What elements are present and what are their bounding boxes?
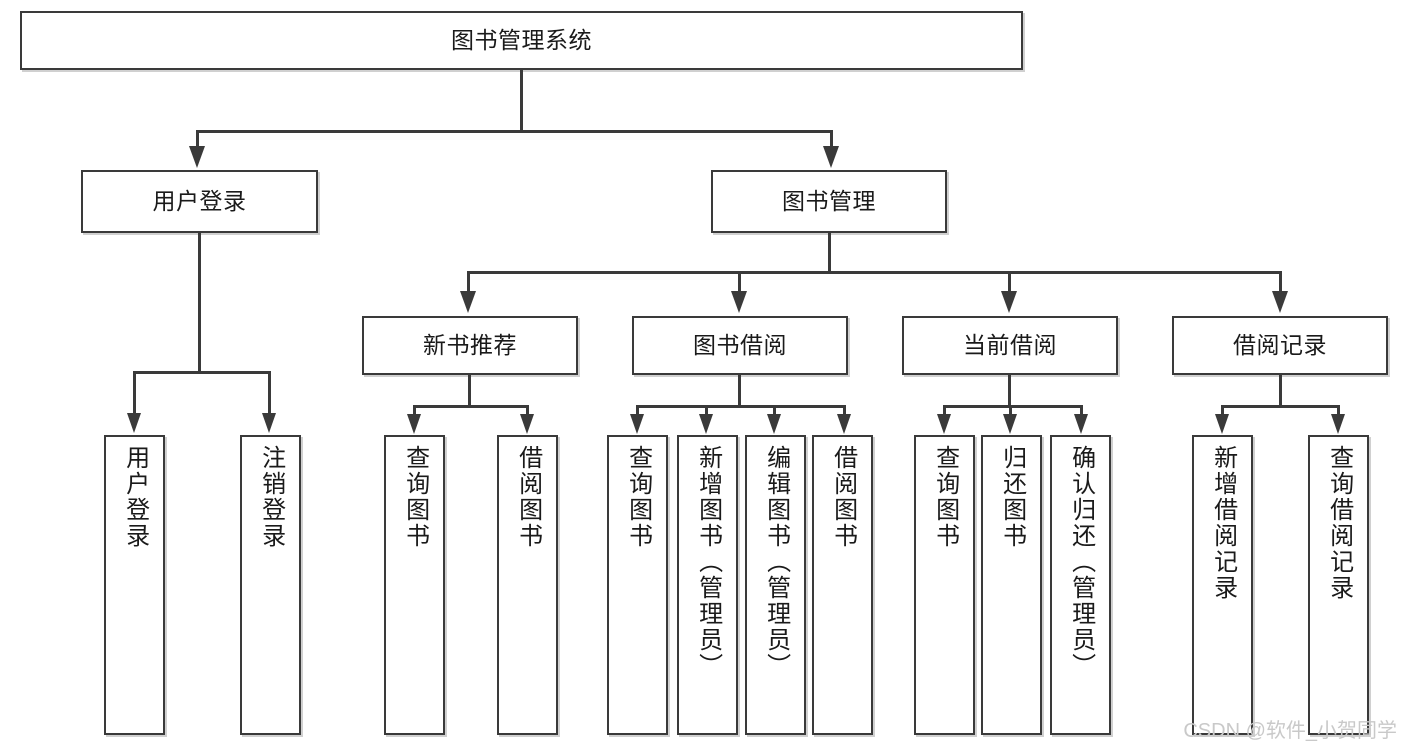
- connector-book-management-bus: [467, 271, 1282, 274]
- node-root-book-management-system[interactable]: 图书管理系统: [20, 11, 1023, 70]
- node-label: 编辑图书（管理员）: [762, 445, 790, 679]
- arrow-to-leaf-user-login: [127, 413, 141, 433]
- connector-cb-bus: [943, 405, 1083, 408]
- connector-user-login-bus: [133, 371, 270, 374]
- node-label: 借阅图书: [829, 445, 857, 549]
- connector-bb-bus: [636, 405, 846, 408]
- arrow-to-leaf-bb-1: [630, 414, 644, 434]
- connector-cb-drop-3: [1080, 405, 1083, 417]
- node-label: 图书借阅: [693, 331, 787, 358]
- connector-root-stem: [520, 70, 523, 131]
- arrow-to-leaf-br-2: [1331, 414, 1345, 434]
- arrow-to-leaf-bb-2: [699, 414, 713, 434]
- connector-bm-drop-1: [467, 271, 470, 291]
- connector-bb-drop-1: [636, 405, 639, 417]
- connector-br-drop-1: [1221, 405, 1224, 417]
- leaf-cb-query-book[interactable]: 查询图书: [914, 435, 975, 735]
- arrow-to-leaf-nbr-1: [407, 414, 421, 434]
- node-borrow-record[interactable]: 借阅记录: [1172, 316, 1388, 375]
- arrow-to-leaf-bb-4: [837, 414, 851, 434]
- connector-bm-drop-4: [1279, 271, 1282, 291]
- connector-book-management-stem: [828, 233, 831, 273]
- node-label: 归还图书: [998, 445, 1026, 549]
- node-label: 借阅记录: [1233, 331, 1327, 358]
- connector-root-drop-left: [196, 130, 199, 146]
- leaf-bb-query-book[interactable]: 查询图书: [607, 435, 668, 735]
- node-book-management[interactable]: 图书管理: [711, 170, 947, 233]
- node-label: 查询图书: [401, 445, 429, 549]
- arrow-to-borrow-record: [1272, 291, 1288, 313]
- watermark-csdn: CSDN @软件_小贺同学: [1183, 720, 1397, 742]
- arrow-to-leaf-logout: [262, 413, 276, 433]
- node-label: 用户登录: [152, 187, 247, 214]
- connector-br-stem: [1279, 375, 1282, 407]
- connector-br-bus: [1221, 405, 1340, 408]
- connector-bb-drop-2: [705, 405, 708, 417]
- connector-nbr-stem: [468, 375, 471, 407]
- connector-nbr-drop-1: [413, 405, 416, 417]
- connector-cb-drop-2: [1009, 405, 1012, 417]
- connector-bb-stem: [738, 375, 741, 407]
- node-label: 新书推荐: [423, 331, 517, 358]
- node-label: 查询图书: [931, 445, 959, 549]
- connector-br-drop-2: [1337, 405, 1340, 417]
- node-label: 查询借阅记录: [1325, 445, 1353, 601]
- leaf-br-query-record[interactable]: 查询借阅记录: [1308, 435, 1369, 735]
- connector-user-login-drop-2b: [268, 371, 271, 415]
- leaf-nbr-borrow-book[interactable]: 借阅图书: [497, 435, 558, 735]
- connector-bm-drop-2: [738, 271, 741, 291]
- node-book-borrow[interactable]: 图书借阅: [632, 316, 848, 375]
- connector-user-login-stem: [198, 233, 201, 373]
- leaf-logout[interactable]: 注销登录: [240, 435, 301, 735]
- arrow-to-book-borrow: [731, 291, 747, 313]
- arrow-to-leaf-bb-3: [767, 414, 781, 434]
- arrow-to-current-borrow: [1001, 291, 1017, 313]
- leaf-br-add-record[interactable]: 新增借阅记录: [1192, 435, 1253, 735]
- node-user-login[interactable]: 用户登录: [81, 170, 318, 233]
- leaf-bb-edit-book-admin[interactable]: 编辑图书（管理员）: [745, 435, 806, 735]
- leaf-bb-add-book-admin[interactable]: 新增图书（管理员）: [677, 435, 738, 735]
- connector-bm-drop-3: [1008, 271, 1011, 291]
- arrow-to-leaf-br-1: [1215, 414, 1229, 434]
- node-label: 新增图书（管理员）: [694, 445, 722, 679]
- connector-root-bus: [196, 130, 833, 133]
- connector-bb-drop-3: [773, 405, 776, 417]
- node-new-book-recommend[interactable]: 新书推荐: [362, 316, 578, 375]
- arrow-to-new-book-recommend: [460, 291, 476, 313]
- connector-cb-stem: [1008, 375, 1011, 407]
- leaf-cb-confirm-return-admin[interactable]: 确认归还（管理员）: [1050, 435, 1111, 735]
- node-label: 注销登录: [257, 445, 285, 549]
- leaf-nbr-query-book[interactable]: 查询图书: [384, 435, 445, 735]
- arrow-to-user-login: [189, 146, 205, 168]
- leaf-user-login[interactable]: 用户登录: [104, 435, 165, 735]
- arrow-to-leaf-cb-2: [1003, 414, 1017, 434]
- arrow-to-leaf-nbr-2: [520, 414, 534, 434]
- arrow-to-leaf-cb-1: [937, 414, 951, 434]
- node-label: 查询图书: [624, 445, 652, 549]
- connector-user-login-drop-1b: [133, 371, 136, 415]
- connector-cb-drop-1: [943, 405, 946, 417]
- node-label: 确认归还（管理员）: [1067, 445, 1095, 679]
- node-label: 图书管理系统: [451, 26, 592, 53]
- connector-nbr-drop-2: [526, 405, 529, 417]
- leaf-cb-return-book[interactable]: 归还图书: [981, 435, 1042, 735]
- node-label: 用户登录: [121, 445, 149, 549]
- node-label: 图书管理: [782, 187, 876, 214]
- leaf-bb-borrow-book[interactable]: 借阅图书: [812, 435, 873, 735]
- arrow-to-leaf-cb-3: [1074, 414, 1088, 434]
- connector-nbr-bus: [413, 405, 529, 408]
- arrow-to-book-management: [823, 146, 839, 168]
- node-current-borrow[interactable]: 当前借阅: [902, 316, 1118, 375]
- node-label: 借阅图书: [514, 445, 542, 549]
- node-label: 当前借阅: [963, 331, 1057, 358]
- connector-root-drop-right: [830, 130, 833, 146]
- connector-bb-drop-4: [843, 405, 846, 417]
- node-label: 新增借阅记录: [1209, 445, 1237, 601]
